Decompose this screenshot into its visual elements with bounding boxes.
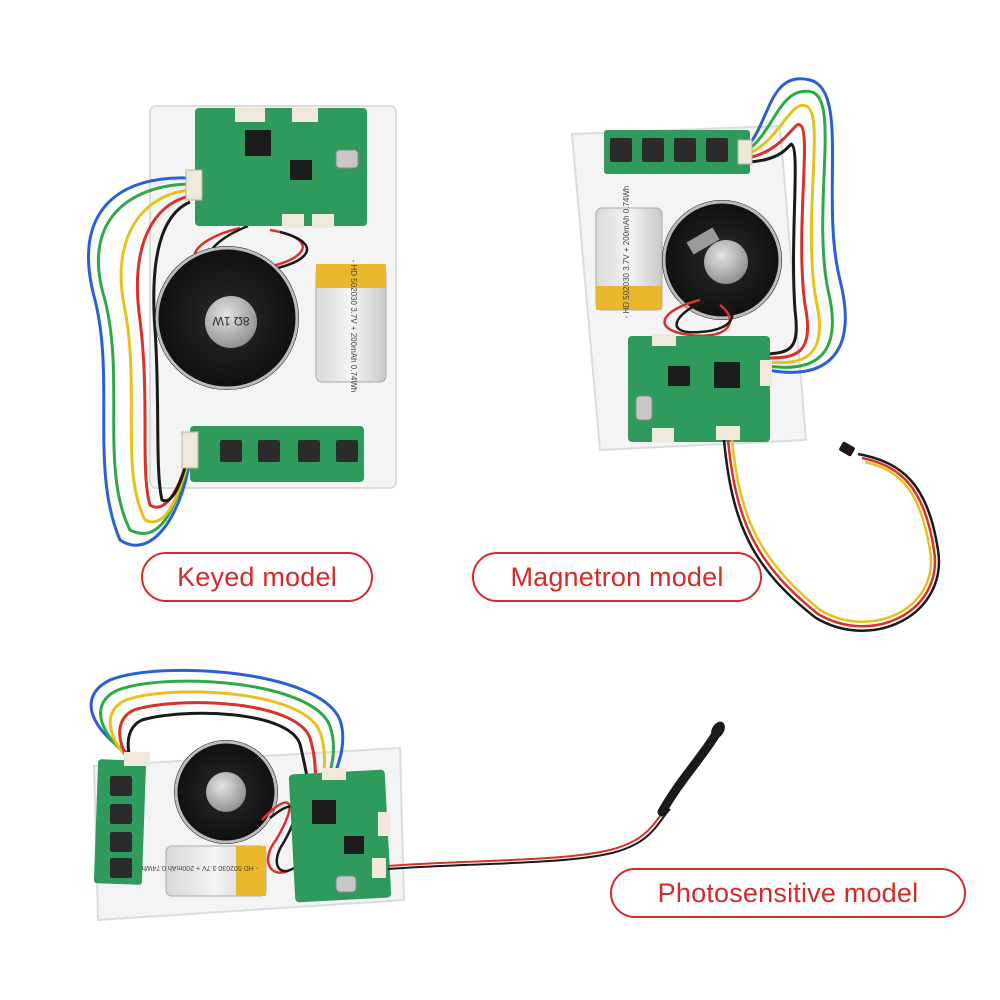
battery-icon: - HD 502030 3.7V + 200mAh 0.74Wh xyxy=(315,260,387,393)
magnetron-button-2 xyxy=(642,138,664,162)
photo-wire-red xyxy=(118,701,320,797)
connector-icon xyxy=(185,169,203,201)
photo-chip-1 xyxy=(312,800,336,824)
photo-battery-label: - HD 502030 3.7V + 200mAh 0.74Wh xyxy=(142,864,258,871)
keyed-wire-black xyxy=(152,200,192,503)
photo-speaker-wire-black xyxy=(269,805,297,873)
keyed-button-4 xyxy=(336,440,358,462)
keyed-battery-label: - HD 502030 3.7V + 200mAh 0.74Wh xyxy=(349,260,358,393)
photo-button-2 xyxy=(110,804,132,824)
photo-battery: - HD 502030 3.7V + 200mAh 0.74Wh xyxy=(142,845,267,897)
magnetron-connector-bottom-1 xyxy=(652,428,674,442)
keyed-chip-2 xyxy=(290,160,312,180)
usb-c-icon xyxy=(335,149,359,169)
magnetron-usb-c xyxy=(635,395,653,421)
magnetron-wire-green xyxy=(747,89,834,369)
sensor-icon xyxy=(839,441,855,457)
photosensitive-model-label: Photosensitive model xyxy=(610,868,966,918)
magnetron-button-4 xyxy=(706,138,728,162)
magnetron-connector-right xyxy=(760,360,772,386)
magnetron-connector-bottom-2 xyxy=(716,426,740,440)
photo-usb-c xyxy=(335,875,357,893)
keyed-connector-top-1 xyxy=(235,108,265,122)
keyed-wire-green xyxy=(96,182,192,535)
magnetron-wire-black xyxy=(747,142,798,356)
photo-button-connector xyxy=(124,752,150,766)
magnetron-speaker xyxy=(662,200,782,320)
photo-sensor-cable-black xyxy=(387,808,671,870)
magnetron-wire-blue xyxy=(746,77,847,374)
photo-button-3 xyxy=(110,832,132,852)
keyed-connector-top-2 xyxy=(292,108,318,122)
photosensitive-model-assembly: - HD 502030 3.7V + 200mAh 0.74Wh xyxy=(89,668,725,922)
magnetron-connector-top xyxy=(652,334,676,346)
photo-connector-right-1 xyxy=(378,812,390,836)
keyed-wire-blue xyxy=(87,176,192,547)
button-icon xyxy=(220,440,242,462)
magnetron-button-3 xyxy=(674,138,696,162)
magnetron-connector xyxy=(737,139,753,165)
keyed-wire-yellow xyxy=(119,188,192,524)
magnetron-chip-1 xyxy=(668,366,690,386)
photo-sensor-head xyxy=(711,721,725,739)
photo-sensor-cable-red xyxy=(387,805,669,867)
photo-button-4 xyxy=(110,858,132,878)
keyed-connector-bottom-2 xyxy=(312,214,334,228)
photo-connector-right-2 xyxy=(372,858,386,878)
keyed-chip-1 xyxy=(245,130,271,156)
magnetron-sensor-cable-red xyxy=(726,439,937,628)
photo-wire-yellow xyxy=(108,690,327,795)
magnetron-battery: - HD 502030 3.7V + 200mAh 0.74Wh xyxy=(595,186,663,319)
magnetron-wire-yellow xyxy=(747,104,822,365)
photo-wire-black xyxy=(126,711,316,799)
magnetron-wire-red xyxy=(747,123,810,360)
photo-button-1 xyxy=(110,776,132,796)
magnetron-sensor-cable-yellow xyxy=(730,439,933,623)
photo-sensor-sleeve xyxy=(657,729,721,817)
magnetron-model-assembly: - HD 502030 3.7V + 200mAh 0.74Wh xyxy=(570,77,941,632)
photo-connector-top xyxy=(322,768,346,780)
magnetron-button-1 xyxy=(610,138,632,162)
magnetron-model-label: Magnetron model xyxy=(472,552,762,602)
keyed-button-3 xyxy=(298,440,320,462)
keyed-main-pcb xyxy=(195,108,367,226)
magnetron-sensor-cable-black xyxy=(722,439,941,632)
magnetron-chip-2 xyxy=(714,362,740,388)
keyed-model-assembly: 8Ω 1W - HD 502030 3.7V + 200mAh 0.74Wh xyxy=(87,105,397,547)
keyed-button-2 xyxy=(258,440,280,462)
photo-speaker-wire xyxy=(261,801,291,874)
photo-wire-green xyxy=(99,679,335,793)
speaker-icon: 8Ω 1W xyxy=(155,246,299,390)
magnetron-battery-label: - HD 502030 3.7V + 200mAh 0.74Wh xyxy=(622,186,631,319)
keyed-model-label: Keyed model xyxy=(141,552,373,602)
photo-chip-2 xyxy=(344,836,364,854)
magnetron-main-pcb xyxy=(628,336,770,442)
photo-speaker xyxy=(174,740,278,844)
photo-wire-blue xyxy=(89,668,345,791)
keyed-connector-bottom-1 xyxy=(282,214,304,228)
speaker-marking: 8Ω 1W xyxy=(212,314,250,328)
keyed-button-connector xyxy=(181,431,199,469)
magnetron-speaker-wire-black xyxy=(675,296,734,334)
